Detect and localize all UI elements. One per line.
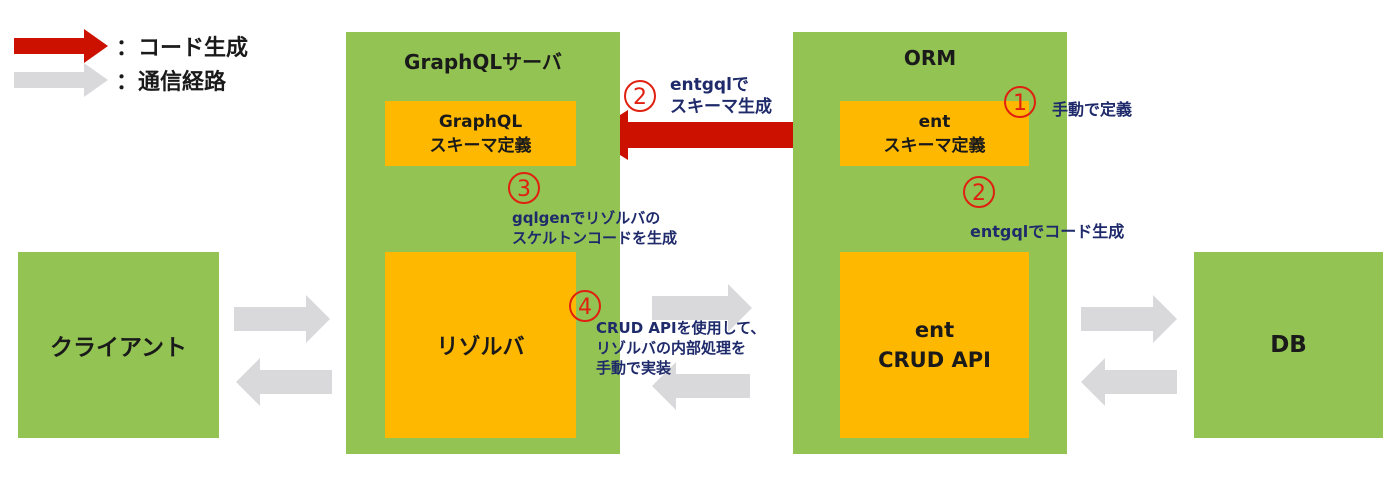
- step3-line1: gqlgenでリゾルバの: [512, 209, 661, 227]
- step4-line3: 手動で実装: [596, 359, 672, 377]
- step3-line2: スケルトンコードを生成: [512, 229, 678, 247]
- comm-arrow-client-to-server: [234, 295, 330, 343]
- resolver-label: リゾルバ: [436, 335, 525, 360]
- ent-schema-line2: スキーマ定義: [883, 135, 986, 156]
- comm-arrow-server-to-client: [236, 358, 332, 406]
- legend-codegen-label: ：コード生成: [116, 36, 249, 61]
- ent-crud-line1: ent: [914, 318, 955, 342]
- graphql-server-title: GraphQLサーバ: [404, 50, 562, 74]
- db-node: DB: [1194, 252, 1383, 438]
- step3-text: gqlgenでリゾルバの スケルトンコードを生成: [512, 208, 677, 248]
- codegen-arrow-schema: [588, 110, 828, 160]
- step4-line1: CRUD APIを使用して、: [596, 319, 766, 337]
- ent-schema-line1: ent: [918, 111, 951, 132]
- resolver-box: リゾルバ: [385, 252, 576, 438]
- step2a-text: entgqlで スキーマ生成: [670, 74, 772, 118]
- client-node: クライアント: [18, 252, 219, 438]
- step1-text: 手動で定義: [1052, 100, 1133, 119]
- client-label: クライアント: [49, 335, 188, 361]
- ent-crud-line2: CRUD API: [878, 348, 991, 372]
- legend-red-arrow-icon: [14, 29, 108, 63]
- graphql-schema-box: GraphQL スキーマ定義: [385, 101, 576, 166]
- step4-line2: リゾルバの内部処理を: [596, 339, 747, 357]
- comm-arrow-server-to-orm: [652, 284, 752, 332]
- comm-arrow-orm-to-db: [1081, 295, 1177, 343]
- step2a-line1: entgqlで: [670, 75, 749, 95]
- step4-text: CRUD APIを使用して、 リゾルバの内部処理を 手動で実装: [596, 318, 765, 378]
- orm-title: ORM: [903, 46, 957, 70]
- legend-comm-label: ：通信経路: [116, 70, 227, 95]
- db-label: DB: [1270, 332, 1307, 358]
- comm-arrow-db-to-orm: [1081, 358, 1177, 406]
- ent-crud-box: ent CRUD API: [840, 252, 1029, 438]
- comm-arrow-orm-to-server: [652, 362, 750, 410]
- step2a-line2: スキーマ生成: [670, 97, 772, 117]
- ent-schema-box: ent スキーマ定義: [840, 101, 1029, 166]
- graphql-schema-line2: スキーマ定義: [429, 135, 532, 156]
- legend-gray-arrow-icon: [14, 63, 108, 97]
- step2b-text: entgqlでコード生成: [970, 222, 1125, 241]
- graphql-schema-line1: GraphQL: [438, 111, 523, 132]
